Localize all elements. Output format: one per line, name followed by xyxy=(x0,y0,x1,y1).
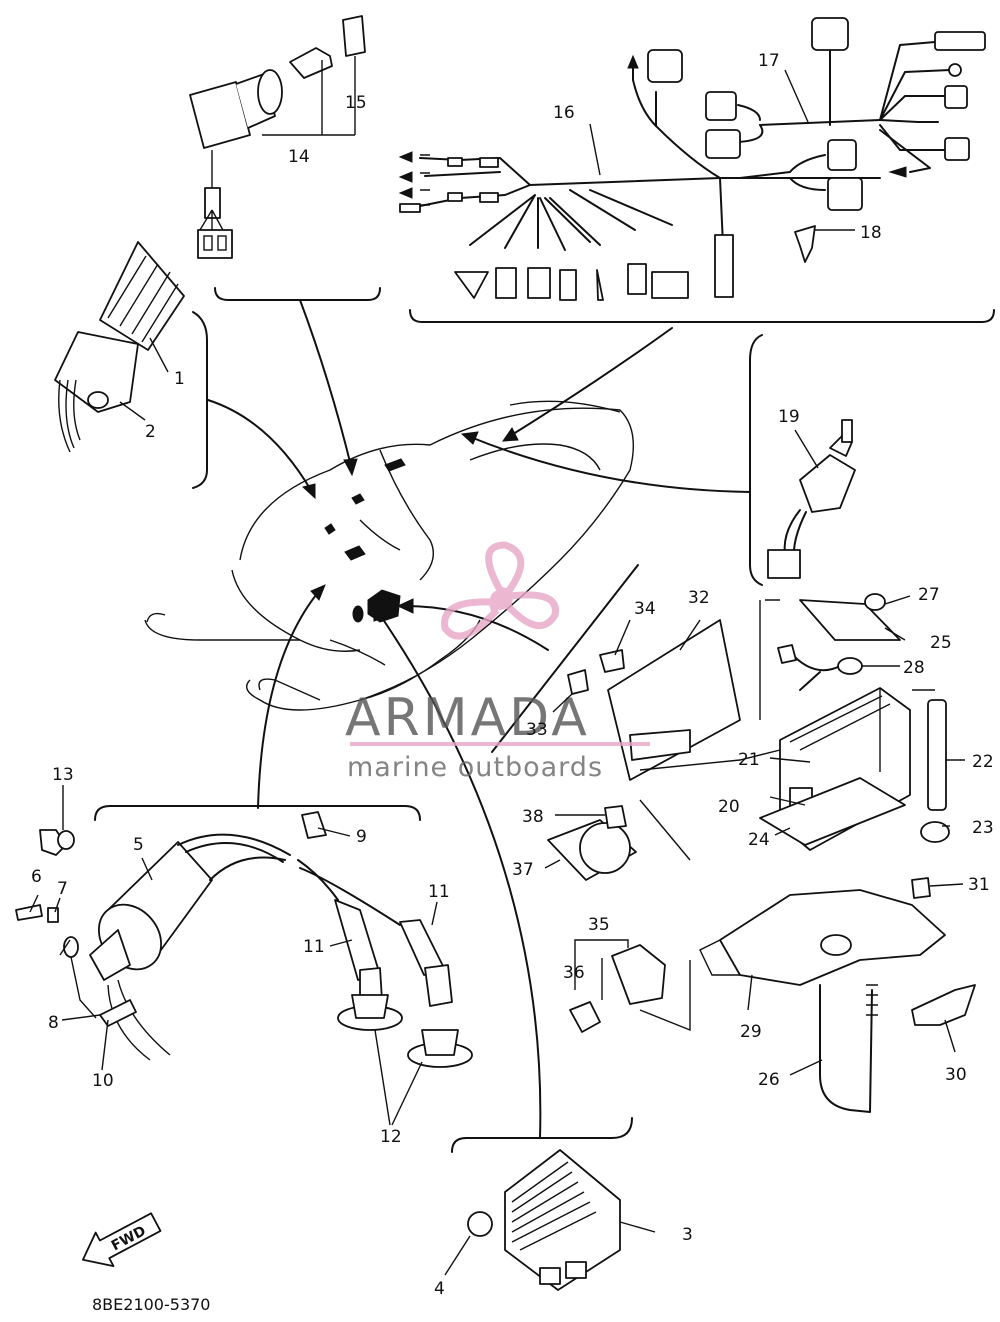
callout-16: 16 xyxy=(553,103,575,123)
relay-bracket-part-32-38 xyxy=(547,619,741,1033)
rectifier-part-3-4 xyxy=(467,1149,621,1291)
callout-9: 9 xyxy=(356,827,367,847)
callout-15: 15 xyxy=(345,93,367,113)
plug-part-18 xyxy=(794,225,816,263)
callout-11-right: 11 xyxy=(428,882,450,902)
callout-5: 5 xyxy=(133,835,144,855)
callout-10: 10 xyxy=(92,1071,114,1091)
watermark-tagline: marine outboards xyxy=(347,752,603,783)
watermark-divider xyxy=(350,742,650,746)
cdi-unit-part-1-2 xyxy=(54,241,185,453)
callout-37: 37 xyxy=(512,860,534,880)
ignition-coil-part-5-13 xyxy=(15,811,473,1068)
callout-24: 24 xyxy=(748,830,770,850)
callout-11-left: 11 xyxy=(303,937,325,957)
propeller-logo-icon xyxy=(441,541,559,640)
callout-8: 8 xyxy=(48,1013,59,1033)
main-switch-part-14-15 xyxy=(189,15,366,259)
callout-19: 19 xyxy=(778,407,800,427)
callout-23: 23 xyxy=(972,818,994,838)
battery-location-mark xyxy=(352,589,401,623)
snowmobile-outline xyxy=(144,400,635,711)
callout-12: 12 xyxy=(380,1127,402,1147)
callout-27: 27 xyxy=(918,585,940,605)
callout-36: 36 xyxy=(563,963,585,983)
wire-harness-part-16-17 xyxy=(398,17,986,301)
callout-2: 2 xyxy=(145,422,156,442)
callout-20: 20 xyxy=(718,797,740,817)
callout-35: 35 xyxy=(588,915,610,935)
callout-32: 32 xyxy=(688,588,710,608)
callout-34: 34 xyxy=(634,599,656,619)
callout-3: 3 xyxy=(682,1225,693,1245)
callout-38: 38 xyxy=(522,807,544,827)
callout-30: 30 xyxy=(945,1065,967,1085)
callout-13: 13 xyxy=(52,765,74,785)
callout-22: 22 xyxy=(972,752,994,772)
callout-25: 25 xyxy=(930,633,952,653)
callout-29: 29 xyxy=(740,1022,762,1042)
callout-18: 18 xyxy=(860,223,882,243)
callout-4: 4 xyxy=(434,1279,445,1299)
callout-17: 17 xyxy=(758,51,780,71)
battery-group-part-20-31 xyxy=(639,593,976,1113)
callout-6: 6 xyxy=(31,867,42,887)
callout-21: 21 xyxy=(738,750,760,770)
callout-33: 33 xyxy=(526,720,548,740)
callout-7: 7 xyxy=(57,879,68,899)
callout-28: 28 xyxy=(903,658,925,678)
callout-numbers: 1 2 3 4 5 6 7 8 9 10 11 11 12 13 14 15 1… xyxy=(31,51,994,1299)
callout-26: 26 xyxy=(758,1070,780,1090)
callout-14: 14 xyxy=(288,147,310,167)
callout-1: 1 xyxy=(174,369,185,389)
part-code: 8BE2100-5370 xyxy=(92,1295,210,1314)
fwd-arrow-icon: FWD xyxy=(82,1212,162,1268)
armada-watermark: ARMADA marine outboards xyxy=(345,541,650,783)
watermark-brand: ARMADA xyxy=(345,688,590,748)
callout-31: 31 xyxy=(968,875,990,895)
callout-leaders xyxy=(29,56,965,1276)
toggle-switch-part-19 xyxy=(767,419,856,579)
